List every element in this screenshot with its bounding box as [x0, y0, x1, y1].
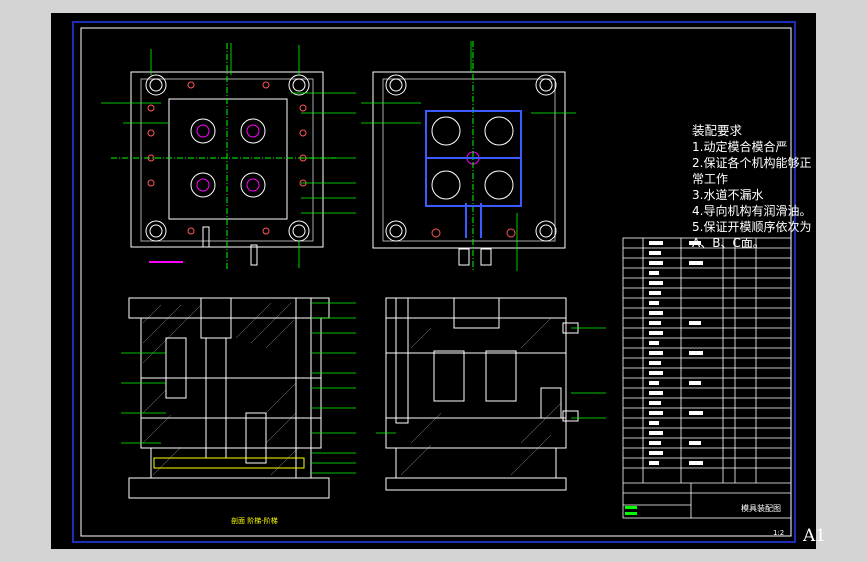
top-left-leaders	[101, 43, 356, 268]
requirement-4: 4.导向机构有润滑油。	[692, 204, 812, 218]
bottom-right-hatching	[400, 317, 562, 476]
drawing-title: 模具装配图	[741, 504, 781, 513]
section-view-label: 剖面 阶梯-阶梯	[231, 517, 278, 525]
outer-frame	[72, 21, 796, 543]
top-right-plan-view	[372, 41, 566, 271]
drawing-scale: 1:2	[773, 529, 785, 537]
top-left-plan-view	[111, 43, 336, 271]
requirement-1: 1.动定模合模合严	[692, 140, 788, 154]
requirement-5: 5.保证开模顺序依次为A、B、C面。	[692, 220, 812, 250]
bill-of-materials	[622, 237, 792, 519]
requirements-title: 装配要求	[692, 123, 743, 138]
bottom-right-leaders	[376, 327, 606, 434]
bottom-left-leaders	[121, 302, 356, 474]
water-channels	[425, 110, 522, 238]
sheet-size-label: A1	[803, 526, 827, 546]
bottom-left-section	[128, 297, 330, 499]
assembly-requirements: 装配要求 1.动定模合模合严 2.保证各个机构能够正常工作 3.水道不漏水 4.…	[692, 123, 816, 251]
cad-drawing-sheet: 装配要求 1.动定模合模合严 2.保证各个机构能够正常工作 3.水道不漏水 4.…	[51, 13, 826, 549]
section-marker	[149, 261, 183, 263]
bom-cell-marks	[649, 241, 703, 465]
title-block-highlights	[625, 506, 637, 515]
top-right-leaders	[361, 41, 576, 271]
bottom-right-section	[385, 297, 579, 491]
requirement-2: 2.保证各个机构能够正常工作	[692, 156, 812, 186]
water-fittings	[458, 248, 492, 266]
inner-frame	[80, 27, 792, 537]
mold-assembly-drawing	[72, 21, 796, 543]
requirement-3: 3.水道不漏水	[692, 188, 764, 202]
bottom-left-hatching	[142, 302, 300, 476]
